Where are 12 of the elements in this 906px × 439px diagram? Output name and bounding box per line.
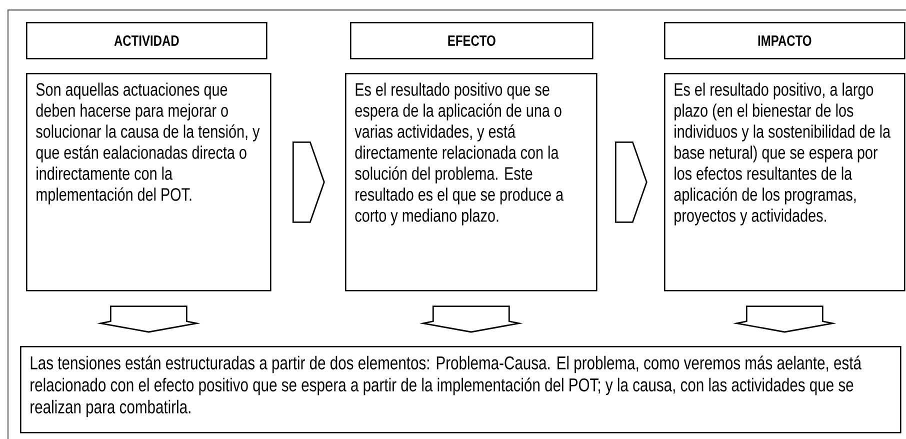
block-arrow [732,306,836,333]
heading-box: ACTIVIDAD [26,22,268,60]
block-arrow [614,141,648,223]
note-box: Las tensiones están estructuradas a partir de dos elementos: Problema-Causa. El problema, como veremos más aelante, está relacionado con el efecto positivo que se espera a partir de la implementación del POT; y la causa, con las actividades que se realizan para combatirla. [20,346,902,434]
text-box: Es el resultado positivo que se espera de la aplicación de una o varias actividades, y está directamente relacionada con la solución del problema. Este resultado es el que se produce a corto y mediano plazo. [345,73,598,292]
heading-box: IMPACTO [664,22,906,60]
block-arrow [419,306,523,333]
text-box: Es el resultado positivo, a largo plazo (en el bienestar de los individuos y la sostenibilidad de la base netural) que se espera por los efectos resultantes de la aplicación de los programas, proyectos y actividades. [664,73,906,292]
block-arrow [96,306,200,333]
block-arrow [292,141,325,223]
text-box: Son aquellas actuaciones que deben hacerse para mejorar o solucionar la causa de la tensión, y que están ealacionadas directa o indirectamente con la mplementación del POT. [26,73,272,292]
heading-box: EFECTO [350,22,594,60]
